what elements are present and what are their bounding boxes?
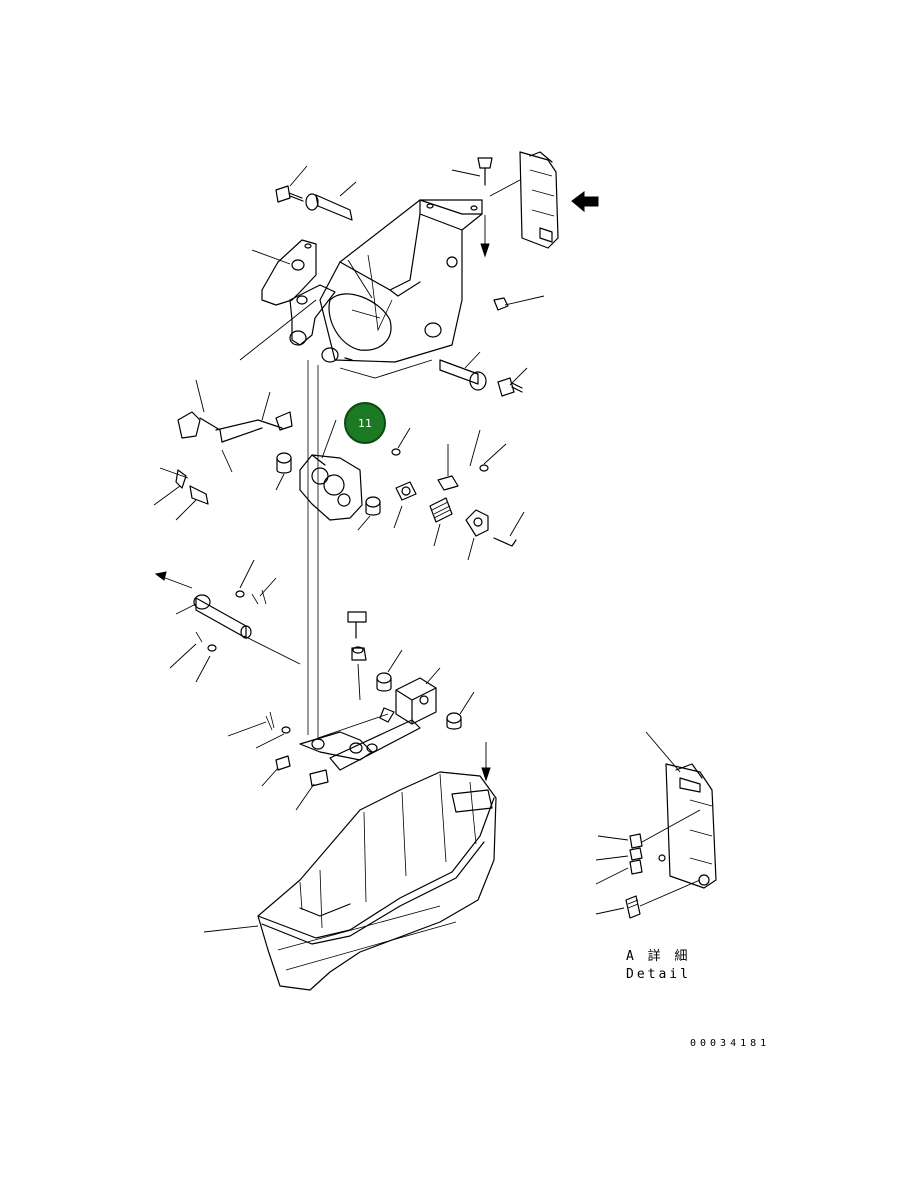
detail-label-english: Detail xyxy=(626,967,691,982)
bushing-left xyxy=(275,452,292,491)
callout-badge-11[interactable]: 11 xyxy=(344,402,386,444)
lever-assembly xyxy=(299,419,363,521)
leader-lines-upper xyxy=(239,165,545,386)
cam-plate xyxy=(465,509,525,561)
lower-pin-clip xyxy=(227,711,329,811)
detail-a-clips xyxy=(595,809,701,919)
console-cover xyxy=(203,771,497,991)
lower-bolt xyxy=(497,377,523,397)
detail-label-japanese: A 詳 細 xyxy=(626,949,691,964)
callout-label: 11 xyxy=(358,416,372,430)
limit-switch xyxy=(177,379,293,473)
detail-a-panel xyxy=(645,731,717,889)
lower-block xyxy=(395,667,441,725)
drawing-number: 00034181 xyxy=(690,1038,771,1049)
lower-bushing-right xyxy=(446,691,475,730)
clip-right xyxy=(493,297,509,311)
base-plate xyxy=(299,707,421,771)
top-pin xyxy=(305,193,353,221)
top-bolt-left xyxy=(275,185,304,203)
switch-panel-top xyxy=(519,151,559,249)
washer-small-1 xyxy=(391,427,411,456)
washer-small-2 xyxy=(469,429,507,472)
view-arrow-icon xyxy=(571,191,599,213)
lower-bushing-left xyxy=(376,649,403,692)
spring-hook xyxy=(393,481,417,529)
top-screw xyxy=(477,157,493,186)
bolt-center xyxy=(437,444,459,491)
arrow-down-lower-icon xyxy=(481,742,491,782)
console-bracket xyxy=(319,199,483,363)
vertical-link-rods xyxy=(307,254,393,740)
spring xyxy=(429,497,453,547)
detail-label: A 詳 細 Detail xyxy=(626,948,691,984)
side-plate xyxy=(261,239,339,363)
lower-center-bolt xyxy=(347,611,367,701)
lower-pin xyxy=(439,359,487,391)
left-shaft xyxy=(154,559,301,683)
bushing-center xyxy=(357,496,381,531)
left-clip xyxy=(153,467,209,521)
arrow-down-icon xyxy=(480,215,490,258)
